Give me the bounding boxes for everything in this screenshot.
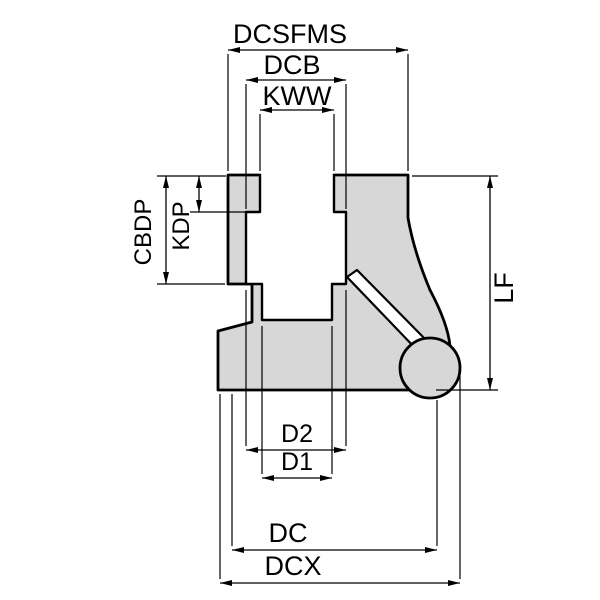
dim-label-kdp: KDP (168, 201, 195, 250)
dim-label-dc: DC (269, 518, 308, 548)
dimension-lines (163, 47, 493, 586)
dim-label-lf: LF (489, 272, 519, 304)
dim-label-cbdp: CBDP (130, 199, 157, 266)
dim-label-dcb: DCB (263, 50, 320, 80)
extension-lines (157, 54, 498, 579)
dim-label-d1: D1 (281, 448, 313, 476)
bore-cavity (244, 175, 348, 322)
dim-label-dcx: DCX (264, 551, 321, 581)
round-insert (398, 336, 462, 400)
dim-label-d2: D2 (281, 420, 313, 448)
dimension-labels: DCSFMS DCB KWW CBDP KDP LF D2 D1 DC DCX (130, 19, 519, 581)
dim-label-dcsfms: DCSFMS (233, 19, 347, 49)
dim-label-kww: KWW (263, 81, 332, 111)
cutter-body-outline (216, 173, 452, 392)
